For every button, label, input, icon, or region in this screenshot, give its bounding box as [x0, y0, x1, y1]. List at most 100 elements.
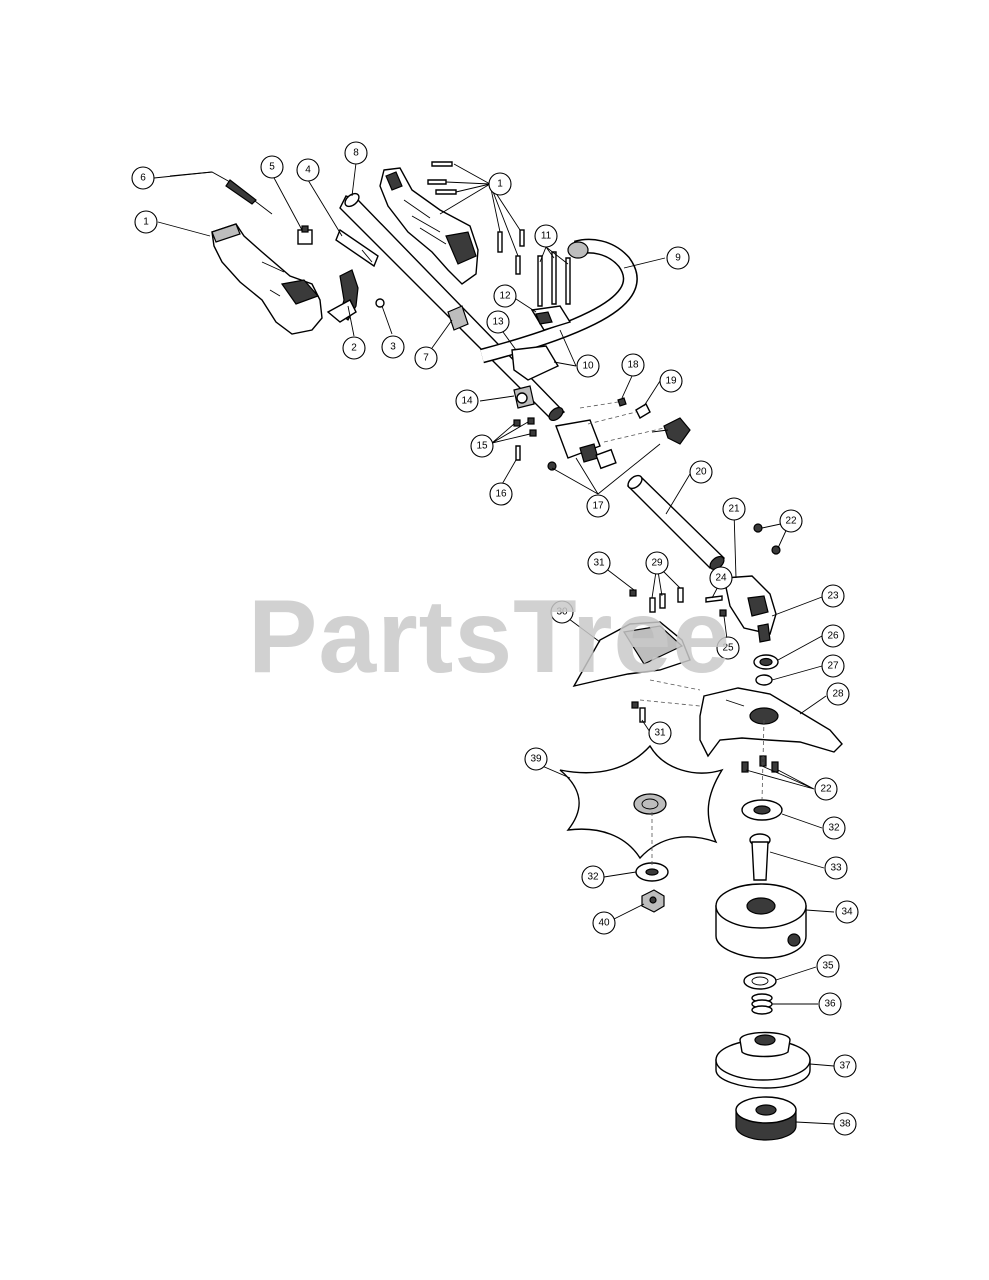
callout-33: 33: [824, 856, 848, 880]
callout-4: 4: [296, 158, 320, 182]
svg-text:2: 2: [351, 343, 357, 354]
part-handle-clamp: [511, 305, 572, 381]
callout-25: 25: [716, 636, 740, 660]
callout-9: 9: [666, 246, 690, 270]
callout-16: 16: [489, 482, 513, 506]
svg-text:10: 10: [582, 361, 594, 372]
svg-text:22: 22: [785, 516, 797, 527]
parts-drawing: [169, 161, 843, 1141]
svg-text:20: 20: [695, 467, 707, 478]
callout-39: 39: [524, 747, 548, 771]
callout-31: 31: [648, 721, 672, 745]
part-switch: [297, 225, 313, 245]
svg-text:18: 18: [627, 360, 639, 371]
callout-35: 35: [816, 954, 840, 978]
svg-text:12: 12: [499, 291, 511, 302]
callout-19: 19: [659, 369, 683, 393]
callout-10: 10: [576, 354, 600, 378]
svg-text:40: 40: [598, 918, 610, 929]
svg-text:22: 22: [820, 784, 832, 795]
callout-20: 20: [689, 460, 713, 484]
svg-text:29: 29: [651, 558, 663, 569]
part-lockout-lever: [335, 228, 379, 268]
svg-text:32: 32: [828, 823, 840, 834]
svg-text:16: 16: [495, 489, 507, 500]
svg-text:6: 6: [140, 173, 146, 184]
callout-31: 31: [587, 551, 611, 575]
callout-24: 24: [709, 566, 733, 590]
callout-1: 1: [134, 210, 158, 234]
part-handle-bolts: [537, 251, 571, 307]
svg-text:15: 15: [476, 441, 488, 452]
callout-38: 38: [833, 1112, 857, 1136]
part-blade-nut: [641, 889, 665, 913]
callout-12: 12: [493, 284, 517, 308]
part-deflector-shield: [572, 621, 691, 688]
callout-14: 14: [455, 389, 479, 413]
callout-18: 18: [621, 353, 645, 377]
part-handle-cover: [379, 167, 479, 285]
svg-text:13: 13: [492, 317, 504, 328]
part-loop-handle: [480, 238, 638, 364]
callout-13: 13: [486, 310, 510, 334]
part-knob-assembly: [617, 397, 691, 445]
callout-28: 28: [826, 682, 850, 706]
callout-15: 15: [470, 434, 494, 458]
callout-27: 27: [821, 654, 845, 678]
callout-22: 22: [814, 777, 838, 801]
callout-17: 17: [586, 494, 610, 518]
svg-text:37: 37: [839, 1061, 851, 1072]
svg-text:4: 4: [305, 165, 311, 176]
svg-text:39: 39: [530, 754, 542, 765]
callout-26: 26: [821, 624, 845, 648]
callout-34: 34: [835, 900, 859, 924]
svg-text:36: 36: [824, 999, 836, 1010]
callout-32: 32: [822, 816, 846, 840]
svg-text:33: 33: [830, 863, 842, 874]
part-coupling: [513, 385, 535, 409]
callout-2: 2: [342, 336, 366, 360]
callout-1: 1: [488, 172, 512, 196]
callout-22: 22: [779, 509, 803, 533]
part-spool: [715, 1031, 811, 1089]
svg-text:31: 31: [654, 728, 666, 739]
part-blade: [559, 744, 724, 860]
svg-text:24: 24: [715, 573, 727, 584]
part-gearhead: [705, 523, 781, 643]
svg-text:26: 26: [827, 631, 839, 642]
callouts: 1 1 2 3 4 5 6 7 8 9 10 11 12 13 14 15 16…: [131, 141, 859, 1136]
callout-32: 32: [581, 865, 605, 889]
svg-text:19: 19: [665, 376, 677, 387]
svg-text:32: 32: [587, 872, 599, 883]
part-bump-knob: [735, 1096, 797, 1141]
callout-30: 30: [550, 600, 574, 624]
part-hub-spring: [751, 993, 773, 1015]
svg-text:38: 38: [839, 1119, 851, 1130]
callout-6: 6: [131, 166, 155, 190]
part-coupling-screws: [513, 417, 537, 461]
part-screws-set: [427, 161, 525, 275]
callout-23: 23: [821, 584, 845, 608]
svg-text:28: 28: [832, 689, 844, 700]
part-washers: [635, 799, 783, 882]
svg-text:1: 1: [143, 217, 149, 228]
callout-5: 5: [260, 155, 284, 179]
part-shaft-coupler: [547, 419, 617, 471]
callout-21: 21: [722, 497, 746, 521]
part-throttle-trigger: [326, 269, 359, 323]
part-shaft-ring: [447, 305, 469, 331]
alignment-lines: [579, 401, 765, 868]
callout-40: 40: [592, 911, 616, 935]
svg-text:11: 11: [541, 231, 552, 242]
callout-7: 7: [414, 346, 438, 370]
callout-8: 8: [344, 141, 368, 165]
part-handle-housing: [211, 223, 323, 335]
svg-text:1: 1: [497, 179, 503, 190]
svg-text:35: 35: [822, 961, 834, 972]
svg-text:5: 5: [269, 162, 275, 173]
svg-text:9: 9: [675, 253, 681, 264]
svg-text:3: 3: [390, 342, 396, 353]
part-bearing: [753, 654, 779, 686]
